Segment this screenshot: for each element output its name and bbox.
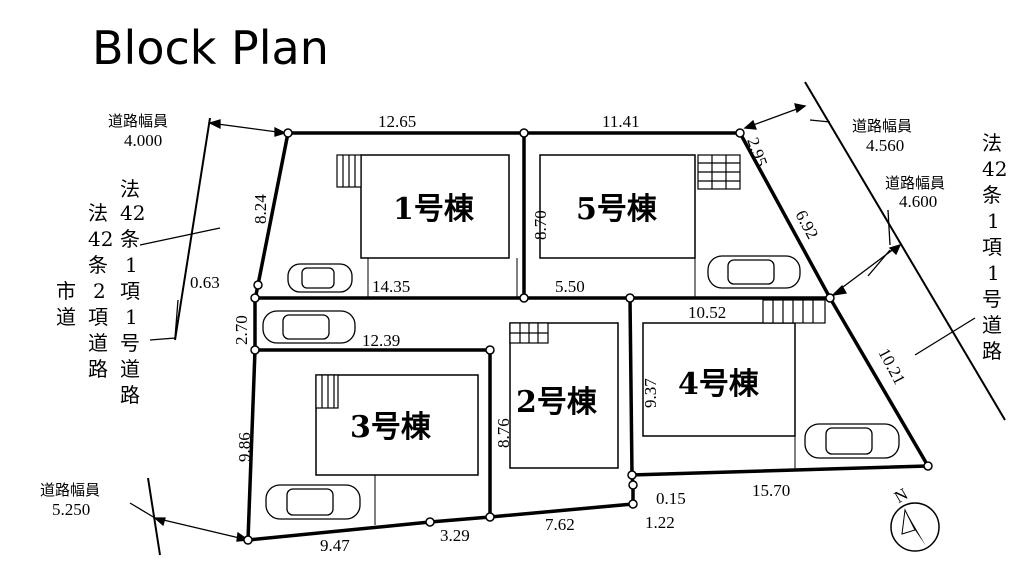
left-road-col2-3: 2 <box>93 279 106 303</box>
dim-left-lower: 9.86 <box>235 432 254 462</box>
road-width-label-tr: 道路幅員 <box>852 117 912 135</box>
dim-lot1-bottom: 14.35 <box>372 277 410 296</box>
road-width-value-tr: 4.560 <box>866 136 904 155</box>
left-road-col1-8: 路 <box>120 383 140 407</box>
car-lot3 <box>265 484 361 520</box>
left-road-col1-3: 1 <box>125 253 138 277</box>
building-4-label: 4号棟 <box>678 367 760 402</box>
building-2-footprint <box>509 322 619 469</box>
steps-lot1 <box>336 154 362 188</box>
right-road-5: 1 <box>987 261 1000 285</box>
dim-left-upper: 8.24 <box>251 194 270 224</box>
steps-lot2 <box>509 322 549 344</box>
parked-cars <box>262 255 900 520</box>
left-road-col3-1: 道 <box>56 305 76 329</box>
dim-left-mid: 2.70 <box>232 315 251 345</box>
boundary-points <box>243 128 933 545</box>
left-road-col1-2: 条 <box>120 227 140 251</box>
left-road-col1-5: 1 <box>125 305 138 329</box>
page-title: Block Plan <box>92 21 329 75</box>
left-road-col3-0: 市 <box>56 279 76 303</box>
dim-lot4-bottom: 15.70 <box>752 481 790 500</box>
label-leader-lines <box>139 227 976 356</box>
building-3-label: 3号棟 <box>350 410 432 445</box>
road-width-label-r: 道路幅員 <box>885 174 945 192</box>
right-road-2: 条 <box>982 183 1002 207</box>
road-lines <box>147 81 1006 556</box>
dim-step-small: 0.15 <box>656 489 686 508</box>
building-5-label: 5号棟 <box>576 192 658 227</box>
dim-lot5-left: 8.70 <box>531 210 550 240</box>
right-road-7: 道 <box>982 313 1002 337</box>
north-compass-icon: N <box>890 484 940 552</box>
right-road-6: 号 <box>982 287 1002 311</box>
dim-offset-left: 0.63 <box>190 273 220 292</box>
steps-lot4 <box>762 299 826 324</box>
left-road-col1-6: 号 <box>120 331 140 355</box>
right-road-designation: 法 42 条 1 項 1 号 道 路 <box>982 131 1007 363</box>
left-road-col1-0: 法 <box>120 177 140 201</box>
left-road-col1-7: 道 <box>120 357 140 381</box>
left-road-col1-1: 42 <box>120 201 145 225</box>
right-road-3: 1 <box>987 209 1000 233</box>
left-road-col1-4: 項 <box>120 279 140 303</box>
left-road-col2-0: 法 <box>88 201 108 225</box>
right-road-8: 路 <box>982 339 1002 363</box>
road-width-labels: 道路幅員 4.000 道路幅員 4.560 道路幅員 4.600 道路幅員 5.… <box>40 112 945 519</box>
dim-lot4-left: 9.37 <box>641 378 660 408</box>
dim-bottom-1: 9.47 <box>320 536 350 555</box>
right-road-1: 42 <box>982 157 1007 181</box>
dim-bottom-3: 7.62 <box>545 515 575 534</box>
dim-top-right: 11.41 <box>602 112 640 131</box>
building-1-label: 1号棟 <box>393 192 475 227</box>
building-1-footprint <box>360 154 510 259</box>
dim-top-left: 12.65 <box>378 112 416 131</box>
building-labels: 1号棟 5号棟 2号棟 4号棟 3号棟 <box>350 192 760 445</box>
left-road-designation: 法 42 条 1 項 1 号 道 路 法 42 条 2 項 道 路 市 道 <box>56 177 145 407</box>
left-road-col2-1: 42 <box>88 227 113 251</box>
road-width-label-bl: 道路幅員 <box>40 481 100 499</box>
road-width-value-r: 4.600 <box>899 192 937 211</box>
right-road-4: 項 <box>982 235 1002 259</box>
left-road-col2-6: 路 <box>88 357 108 381</box>
left-road-col2-2: 条 <box>88 253 108 277</box>
dim-corner-diag: 2.95 <box>743 135 771 169</box>
left-road-col2-5: 道 <box>88 331 108 355</box>
car-lot1 <box>287 263 353 293</box>
dim-lot4-top: 10.52 <box>688 303 726 322</box>
car-parking-strip <box>262 310 356 344</box>
dim-lot2-left: 8.76 <box>494 418 513 448</box>
right-road-0: 法 <box>982 131 1002 155</box>
building-footprints <box>315 154 796 476</box>
road-width-value-tl: 4.000 <box>124 131 162 150</box>
building-3-footprint <box>315 374 479 476</box>
building-4-footprint <box>642 322 796 437</box>
dim-bottom-2: 3.29 <box>440 526 470 545</box>
building-5-footprint <box>539 154 696 259</box>
dim-lot5-bottom: 5.50 <box>555 277 585 296</box>
left-road-col2-4: 項 <box>88 305 108 329</box>
road-width-value-bl: 5.250 <box>52 500 90 519</box>
steps-lot5 <box>697 154 741 190</box>
dim-bottom-4: 1.22 <box>645 513 675 532</box>
steps-lot3 <box>315 374 339 409</box>
car-lot4 <box>804 423 900 459</box>
dim-parking-bottom: 12.39 <box>362 331 400 350</box>
road-width-label-tl: 道路幅員 <box>108 112 168 130</box>
fence-lines <box>367 258 796 525</box>
building-2-label: 2号棟 <box>516 385 598 420</box>
road-width-arrows <box>129 103 902 542</box>
entrance-steps <box>315 154 826 409</box>
car-lot5 <box>707 255 801 289</box>
